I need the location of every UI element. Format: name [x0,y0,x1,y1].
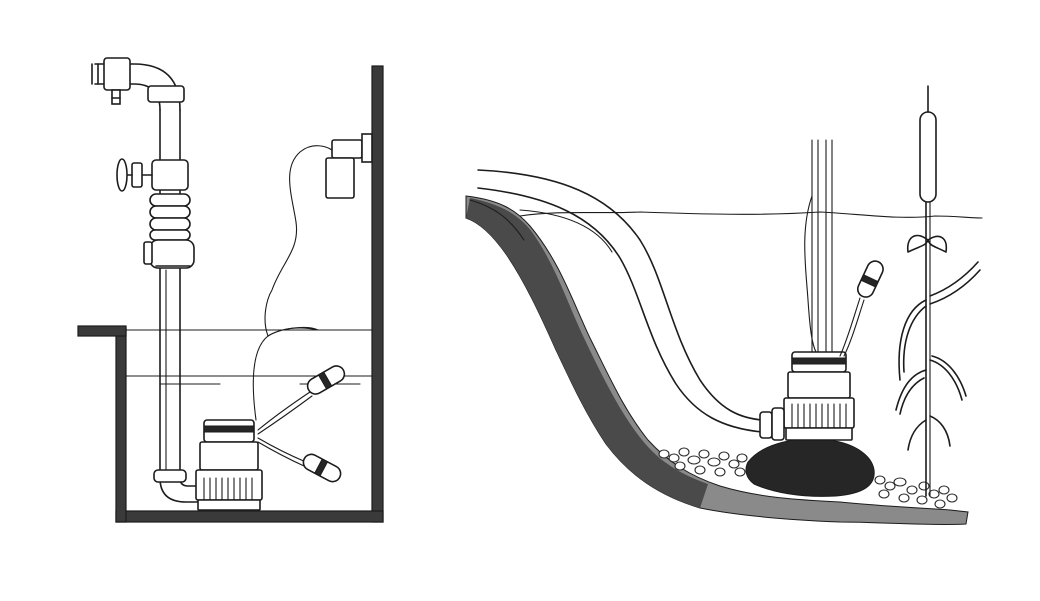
pond-water-surface [519,211,983,219]
tank-walls [77,65,384,523]
cattail-plant [895,85,981,497]
pond-hoses [477,169,763,433]
pump-base-rock [745,438,875,497]
pond-float-switch [839,260,884,357]
power-cable [252,133,373,421]
pond-figure [465,85,983,526]
submersible-pump [195,419,263,511]
pond-power-cords [804,139,833,353]
sump-pit-figure [77,57,384,523]
pond-pump [759,351,855,441]
discharge-pipe [91,57,201,503]
float-switches [257,365,346,483]
gravel-bed [658,447,958,509]
